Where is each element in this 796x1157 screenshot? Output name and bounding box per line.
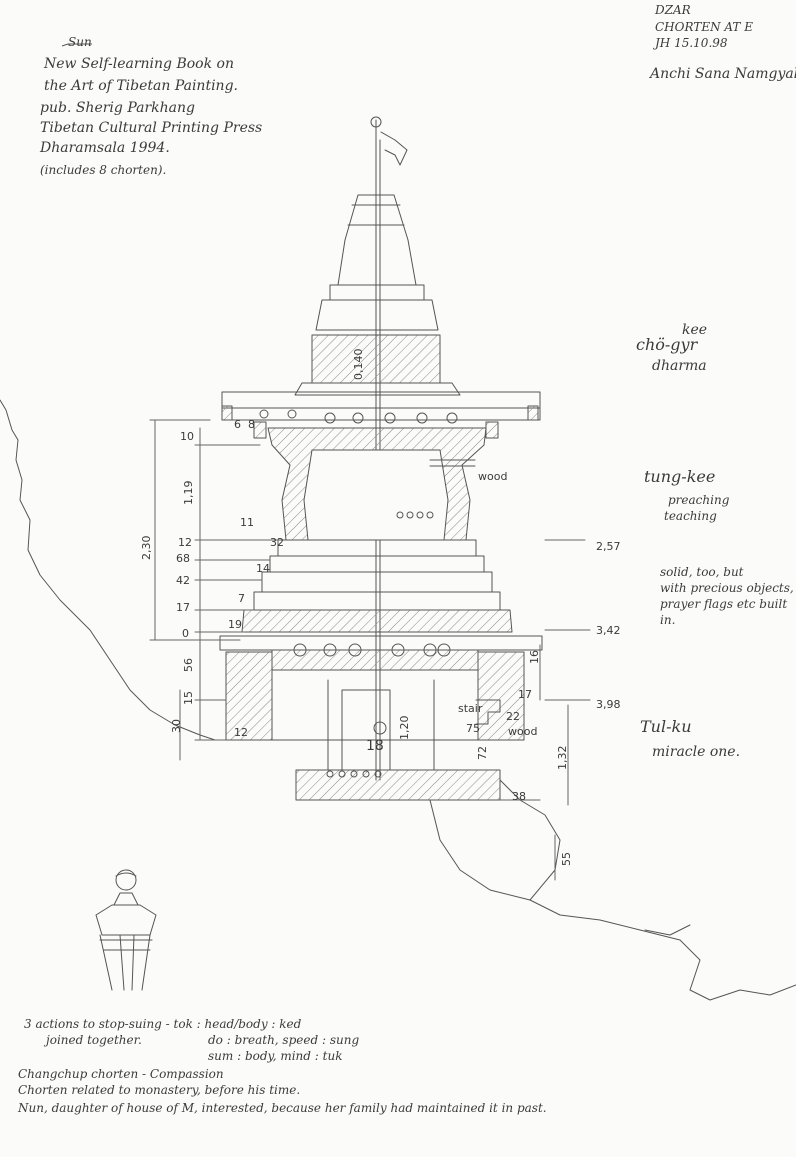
dim-label: 1,19: [182, 480, 195, 506]
terrain-right: [499, 779, 796, 1001]
site-name: DZAR: [655, 3, 691, 17]
lower-cornice: [219, 635, 543, 651]
cornice-ornaments: [259, 409, 458, 424]
dim-label: 1,20: [398, 715, 411, 741]
note-solid-4: in.: [660, 613, 676, 627]
dim-label: 72: [476, 746, 489, 760]
dim-label: 10: [180, 430, 194, 443]
note-solid-2: with precious objects,: [660, 581, 794, 595]
reference-line-2: the Art of Tibetan Painting.: [44, 78, 238, 94]
footer-line-3: sum : body, mind : tuk: [208, 1049, 343, 1063]
footer-line-5: Chorten related to monastery, before his…: [18, 1083, 301, 1097]
stair: [475, 699, 501, 725]
dim-label: 17: [518, 688, 532, 701]
informant-name: Anchi Sana Namgyal: [650, 66, 796, 82]
prayer-flag: [380, 131, 408, 166]
footer-line-2: do : breath, speed : sung: [208, 1033, 360, 1047]
upper-cornice: [221, 391, 541, 409]
dim-label: 14: [256, 562, 270, 575]
harmika: [311, 334, 441, 384]
dim-label: 12: [178, 536, 192, 549]
base-ornaments: [326, 770, 382, 778]
dim-label: 22: [506, 710, 520, 723]
note-solid-1: solid, too, but: [660, 565, 744, 579]
niche: [341, 689, 391, 771]
note-tul-ku: Tul-ku: [640, 717, 692, 736]
dim-label: 6: [234, 418, 241, 431]
dim-label: 15: [182, 691, 195, 705]
footer-line-1b: joined together.: [46, 1033, 142, 1047]
base-step-5: [241, 609, 513, 633]
dim-label: 38: [512, 790, 526, 803]
reference-insert: Sun: [68, 35, 92, 49]
footer-line-1: 3 actions to stop-suing - tok : head/bod…: [24, 1017, 302, 1031]
dim-label: 55: [560, 852, 573, 866]
dim-label: 68: [176, 552, 190, 565]
dim-label: 32: [270, 536, 284, 549]
note-kee: kee: [682, 322, 708, 338]
dome-ornaments: [396, 511, 434, 519]
dim-label: 3,98: [596, 698, 621, 711]
dim-label: 56: [182, 658, 195, 672]
base-step-1: [277, 539, 477, 557]
reference-line-1: New Self-learning Book on: [44, 56, 234, 72]
dim-label: 42: [176, 574, 190, 587]
footer-line-6: Nun, daughter of house of M, interested,…: [18, 1101, 547, 1115]
dim-label: 75: [466, 722, 480, 735]
dim-label: 2,30: [140, 535, 153, 561]
reference-line-3: pub. Sherig Parkhang: [40, 100, 195, 116]
note-dharma: dharma: [652, 358, 707, 374]
dim-label: 2,57: [596, 540, 621, 553]
note-preaching: preaching: [668, 493, 730, 507]
base-step-2: [269, 555, 485, 573]
note-solid-3: prayer flags etc built: [660, 597, 788, 611]
small-chorten-sketch: [95, 869, 157, 991]
dim-label: 30: [170, 719, 183, 733]
dim-label: 19: [228, 618, 242, 631]
note-teaching: teaching: [664, 509, 717, 523]
reference-line-4: Tibetan Cultural Printing Press: [40, 120, 263, 136]
dim-label: 3,42: [596, 624, 621, 637]
base-step-3: [261, 571, 493, 593]
spire: [337, 194, 417, 286]
note-cho-gyr: chö-gyr: [636, 335, 698, 354]
lower-plinth: [225, 651, 273, 741]
dim-label: 1,32: [556, 745, 569, 771]
terrain-outline: [0, 399, 216, 741]
dimension-lines-left: [149, 419, 281, 761]
mast-finial: [370, 116, 382, 128]
dimension-lines-right: [499, 539, 591, 881]
dim-label: 7: [238, 592, 245, 605]
wood-label: wood: [478, 470, 508, 483]
dim-label: 0: [182, 627, 189, 640]
dim-label: 11: [240, 516, 254, 529]
dim-label: 18: [366, 738, 384, 754]
footer-line-4: Changchup chorten - Compassion: [18, 1067, 224, 1081]
note-tung-kee: tung-kee: [644, 467, 716, 486]
dim-label: 12: [234, 726, 248, 739]
lower-cornice-ornaments: [293, 643, 451, 657]
base-block: [295, 769, 501, 801]
wood-label: wood: [508, 725, 538, 738]
dim-label: 16: [528, 650, 541, 664]
dim-label: 0,140: [352, 348, 365, 381]
spire-base: [329, 284, 425, 301]
subject-title: CHORTEN AT E: [655, 20, 753, 34]
base-step-4: [253, 591, 501, 611]
reference-line-6: (includes 8 chorten).: [40, 163, 167, 177]
stair-label: stair: [458, 702, 483, 715]
sketch-date: JH 15.10.98: [655, 36, 728, 50]
note-miracle: miracle one.: [652, 744, 741, 760]
reference-line-5: Dharamsala 1994.: [40, 140, 170, 156]
dim-label: 8: [248, 418, 255, 431]
dim-label: 17: [176, 601, 190, 614]
